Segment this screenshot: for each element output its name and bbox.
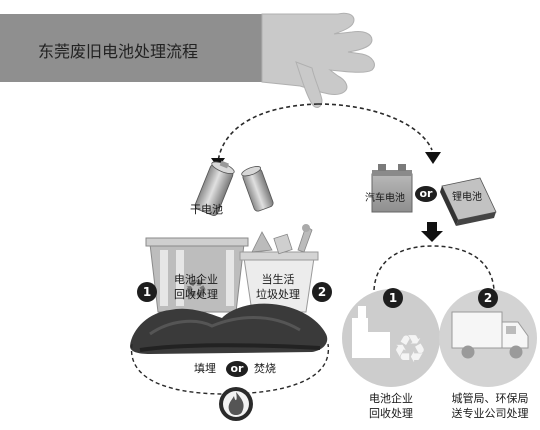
- recycling-company-circle: [342, 289, 440, 387]
- svg-text:♻: ♻: [393, 327, 427, 371]
- disposal-or-badge: or: [226, 361, 248, 377]
- landfill-label: 填埋: [194, 362, 216, 375]
- factory-icon: [352, 306, 390, 358]
- fire-icon: [219, 387, 253, 421]
- svg-text:♻: ♻: [184, 275, 207, 305]
- dry-battery-icon: [194, 160, 274, 216]
- battery-or-badge: or: [415, 186, 437, 202]
- right-option-1-line-1: 电池企业: [369, 392, 413, 405]
- dry-battery-label: 干电池: [190, 203, 223, 216]
- hand-icon: [261, 12, 375, 108]
- right-option-1-label: 电池企业 回收处理: [356, 391, 426, 421]
- incineration-label: 焚烧: [254, 362, 276, 375]
- lithium-battery-label: 锂电池: [452, 192, 482, 203]
- car-battery-label: 汽车电池: [365, 193, 405, 204]
- down-arrow: [421, 222, 443, 242]
- left-option-1-line-2: 回收处理: [174, 288, 218, 301]
- left-option-1-badge: 1: [137, 282, 157, 302]
- left-option-2-badge: 2: [312, 282, 332, 302]
- recycle-icon: ♻: [393, 327, 427, 371]
- right-option-2-badge: 2: [478, 288, 498, 308]
- arc-left: [217, 103, 319, 163]
- trash-bin-icon: [239, 224, 319, 313]
- arc-right-options: [373, 245, 495, 291]
- right-option-2-label: 城管局、环保局 送专业公司处理: [446, 391, 534, 421]
- right-option-2-line-1: 城管局、环保局: [451, 392, 529, 405]
- left-option-1-label: 电池企业 回收处理: [166, 272, 226, 302]
- left-option-1-line-1: 电池企业: [174, 273, 218, 286]
- arrow-right-head: [425, 152, 441, 164]
- arc-right: [317, 103, 433, 151]
- right-option-1-line-2: 回收处理: [369, 407, 413, 420]
- right-option-1-badge: 1: [383, 288, 403, 308]
- car-battery-icon: [371, 164, 413, 213]
- title-banner: [0, 14, 300, 82]
- left-option-2-line-1: 当生活: [261, 273, 295, 286]
- page-title: 东莞废旧电池处理流程: [38, 42, 199, 61]
- left-option-2-label: 当生活 垃圾处理: [248, 272, 308, 302]
- truck-icon: [451, 311, 529, 359]
- garbage-pile-icon: [130, 303, 328, 354]
- left-option-2-line-2: 垃圾处理: [256, 288, 300, 301]
- right-option-2-line-2: 送专业公司处理: [451, 407, 529, 420]
- lithium-battery-icon: [440, 177, 497, 226]
